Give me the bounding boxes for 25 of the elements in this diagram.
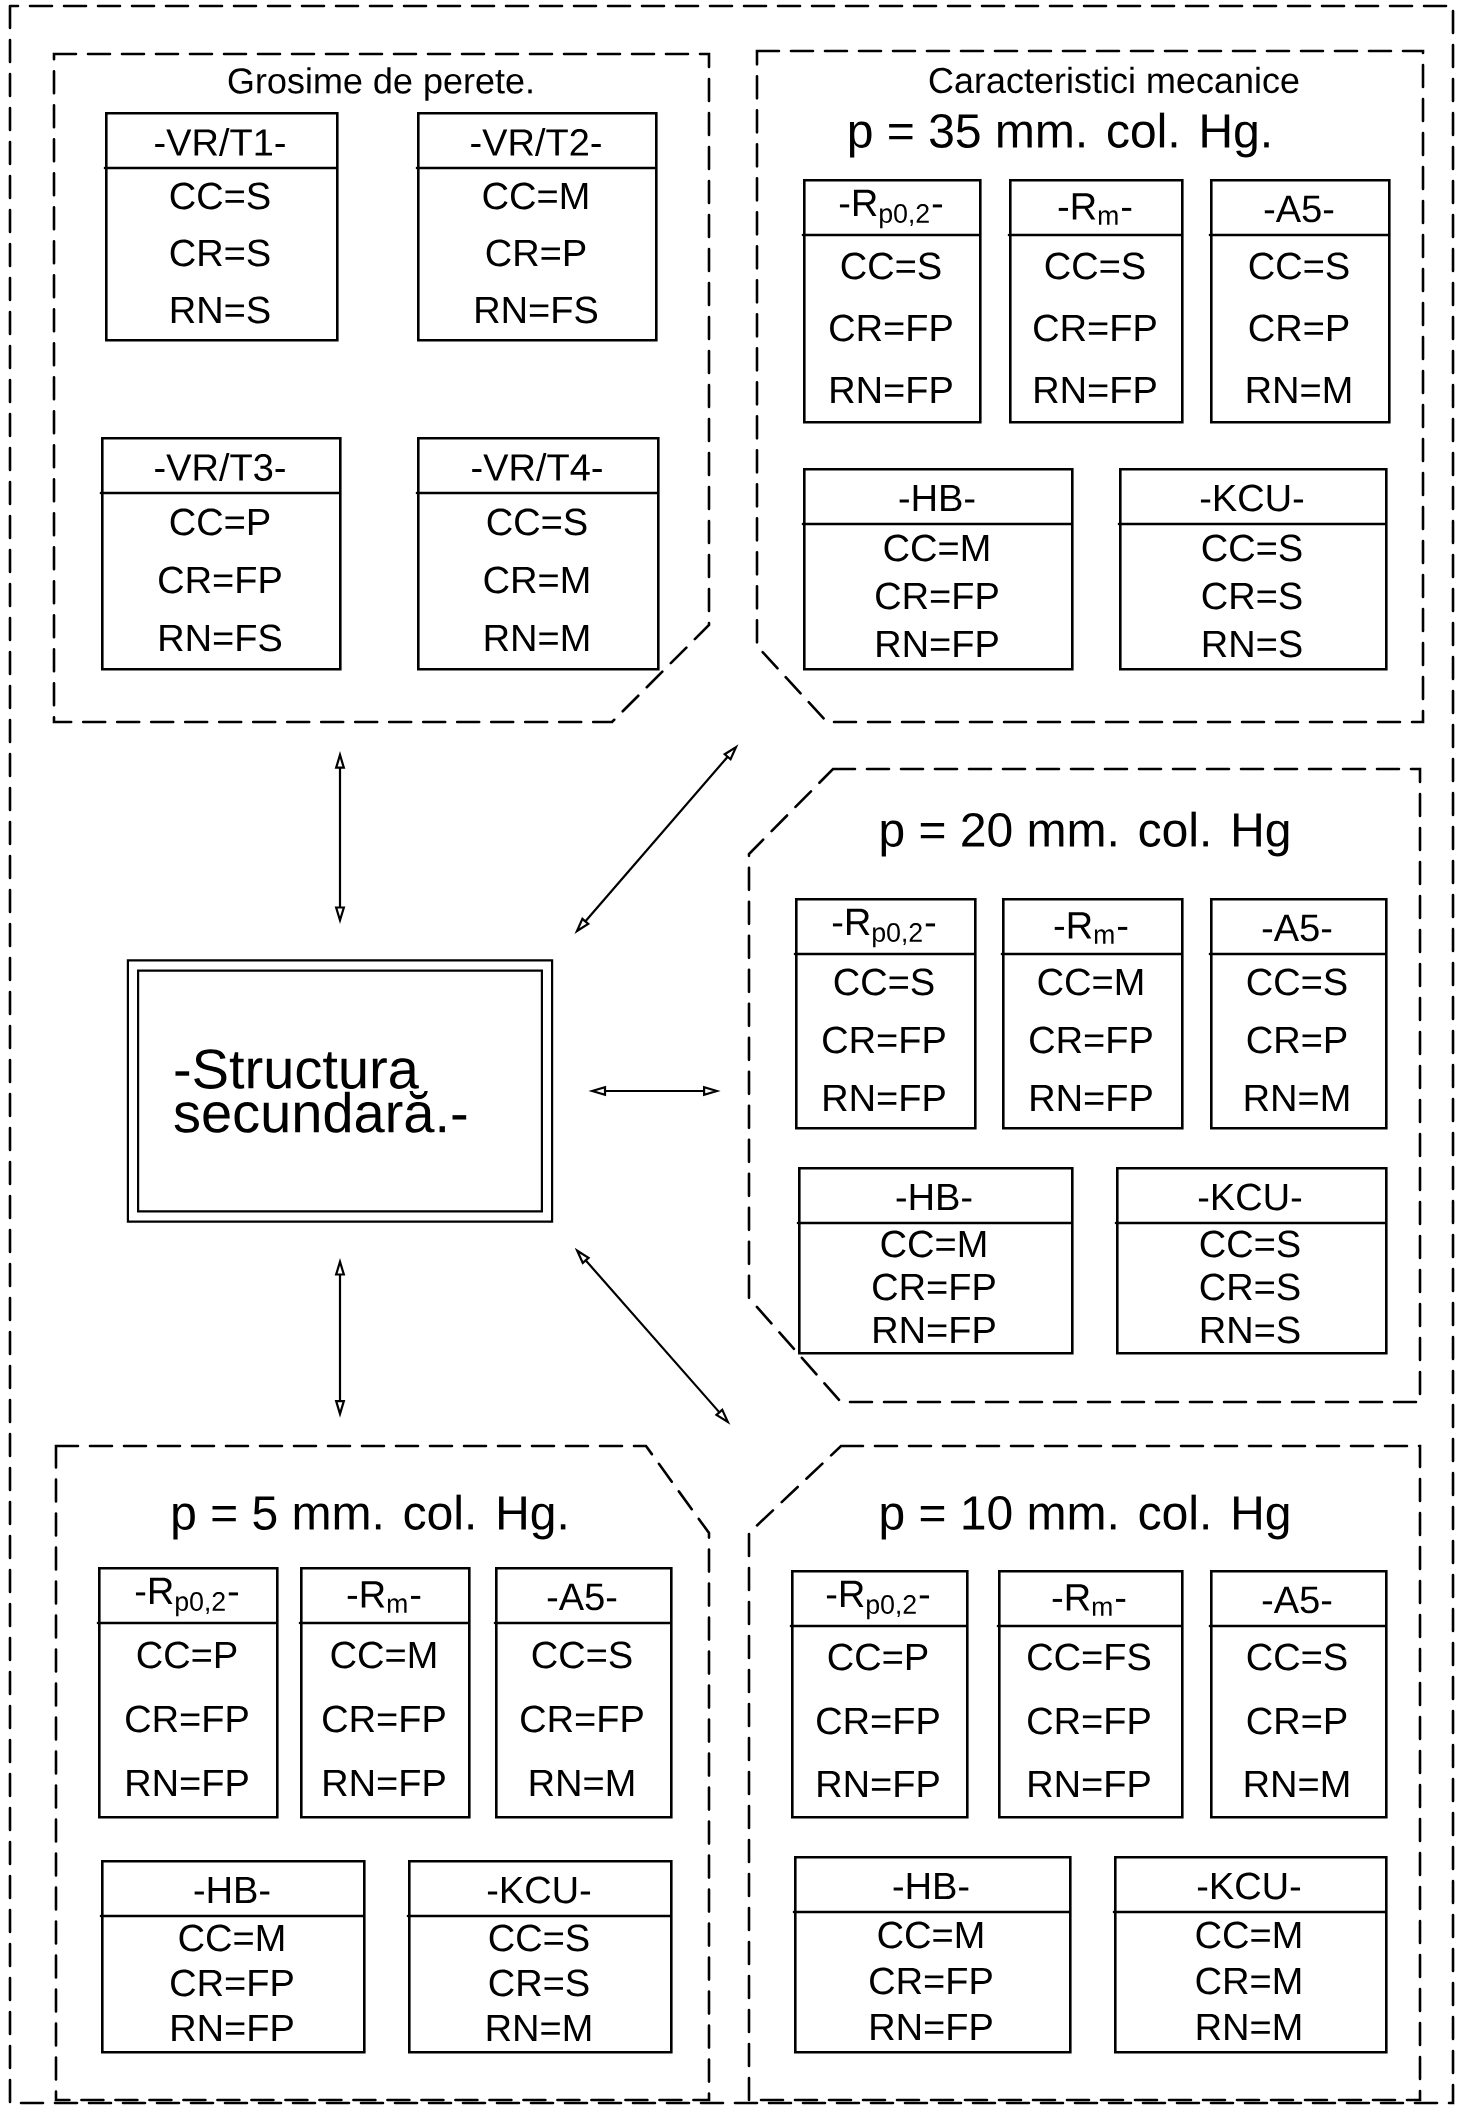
property-table: -R$_{m}$- CC=M CR=FP RN=FP [1000,898,1184,1130]
property-table: -VR/T4- CC=S CR=M RN=M [415,437,660,671]
property-table: -VR/T1- CC=S CR=S RN=S [103,112,339,342]
property-table: -VR/T2- CC=M CR=P RN=FS [415,112,658,342]
property-table: -R$_{m}$- CC=FS CR=FP RN=FP [996,1570,1184,1819]
property-table: -R$_{p0,2}$- CC=P CR=FP RN=FP [789,1570,969,1819]
title-box: -Structura secundară.- [126,959,554,1223]
property-table: -KCU- CC=S CR=S RN=M [406,1860,673,2054]
property-table: -A5- CC=S CR=P RN=M [1208,898,1388,1130]
property-table: -HB- CC=M CR=FP RN=FP [796,1167,1074,1355]
property-table: -KCU- CC=S CR=S RN=S [1114,1167,1388,1355]
property-table: -R$_{p0,2}$- CC=P CR=FP RN=FP [96,1567,279,1819]
property-table: -A5- CC=S CR=FP RN=M [493,1567,673,1819]
property-table: -KCU- CC=S CR=S RN=S [1117,468,1388,671]
property-table: -HB- CC=M CR=FP RN=FP [792,1856,1072,2054]
property-table: -A5- CC=S CR=P RN=M [1208,179,1391,424]
property-table: -R$_{m}$- CC=M CR=FP RN=FP [298,1567,471,1819]
property-table: -A5- CC=S CR=P RN=M [1208,1570,1388,1819]
property-table: -HB- CC=M CR=FP RN=FP [99,1860,366,2054]
property-table: -R$_{p0,2}$- CC=S CR=FP RN=FP [801,179,982,424]
property-table: -KCU- CC=M CR=M RN=M [1112,1856,1388,2054]
property-table: -VR/T3- CC=P CR=FP RN=FS [99,437,342,671]
property-table: -HB- CC=M CR=FP RN=FP [801,468,1074,671]
property-table: -R$_{m}$- CC=S CR=FP RN=FP [1007,179,1184,424]
property-table: -R$_{p0,2}$- CC=S CR=FP RN=FP [793,898,977,1130]
